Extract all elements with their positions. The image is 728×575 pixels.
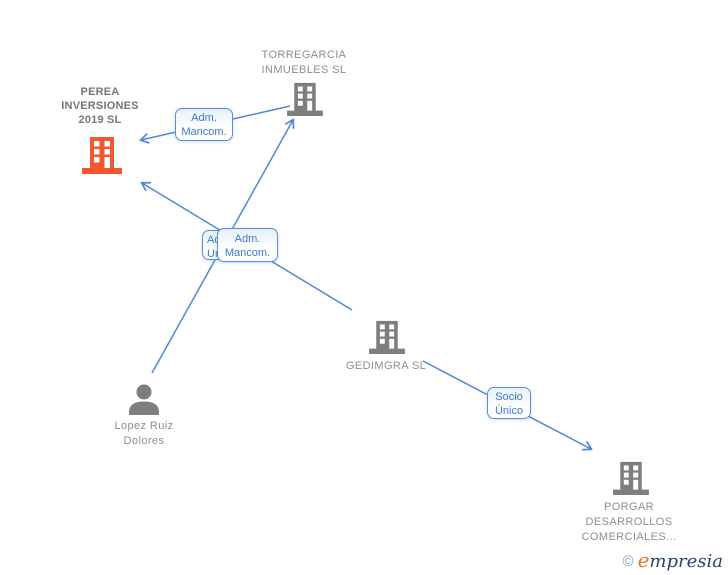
node-label-line: Dolores — [123, 435, 165, 447]
node-torregarcia[interactable] — [287, 82, 323, 116]
company-building-icon — [369, 320, 405, 354]
edge-label-socio-unico[interactable]: Socio Único — [487, 387, 531, 419]
company-building-icon — [613, 461, 649, 495]
edge-label-line: Socio — [495, 391, 523, 403]
brand-text: mpresia — [649, 551, 723, 572]
node-label-line: 2019 SL — [78, 114, 122, 126]
edge-label-line: Mancom. — [181, 126, 227, 138]
node-label-gedimgra: GEDIMGRA SL — [316, 359, 456, 374]
edge-label-adm-mancom-top[interactable]: Adm. Mancom. — [175, 108, 233, 141]
node-label-line: COMERCIALES... — [581, 531, 677, 543]
node-porgar[interactable] — [613, 461, 649, 495]
node-label-lopez: Lopez Ruiz Dolores — [84, 419, 204, 449]
node-label-line: INMUEBLES SL — [261, 64, 347, 76]
node-label-torregarcia: TORREGARCIA INMUEBLES SL — [234, 48, 374, 78]
node-label-line: PEREA — [80, 86, 120, 98]
edge-label-line: Adm. — [234, 233, 261, 245]
node-label-line: TORREGARCIA — [261, 49, 347, 61]
node-gedimgra[interactable] — [369, 320, 405, 354]
node-label-line: PORGAR — [603, 501, 655, 513]
node-label-line: DESARROLLOS — [585, 516, 673, 528]
node-label-line: INVERSIONES — [61, 100, 139, 112]
node-label-perea: PEREA INVERSIONES 2019 SL — [35, 85, 165, 127]
edge-label-adm-mancom-center[interactable]: Adm. Mancom. — [217, 228, 278, 262]
edge-label-line: Adm. — [191, 112, 217, 124]
copyright-icon: © — [622, 553, 634, 570]
brand-accent-letter: e — [637, 548, 650, 572]
company-building-icon — [82, 137, 122, 174]
node-label-line: Lopez Ruiz — [114, 420, 174, 432]
person-icon — [129, 384, 159, 415]
node-label-porgar: PORGAR DESARROLLOS COMERCIALES... — [549, 500, 709, 545]
node-label-line: GEDIMGRA SL — [345, 360, 427, 372]
edge-label-line: Único — [494, 405, 524, 417]
node-perea[interactable] — [82, 136, 122, 174]
empresia-watermark[interactable]: ©empresia — [623, 548, 723, 572]
edge-label-line: Mancom. — [224, 247, 271, 259]
node-lopez[interactable] — [124, 384, 164, 415]
company-building-icon — [287, 82, 323, 116]
